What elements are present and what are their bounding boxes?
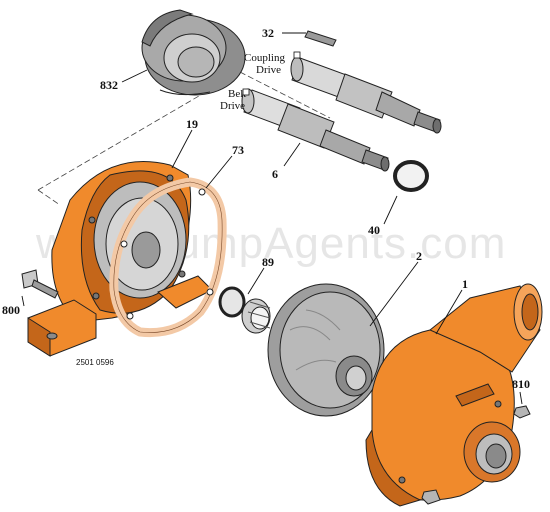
- part-2-impeller: [267, 283, 385, 417]
- coupling-drive-shaft: [290, 56, 442, 134]
- label-part-19: 19: [186, 117, 198, 131]
- label-part-832: 832: [100, 78, 118, 92]
- note-coupling-drive: Drive: [256, 64, 281, 76]
- part-32-key: [304, 30, 337, 47]
- part-800-cap-screw: [21, 269, 59, 299]
- label-part-40: 40: [368, 223, 380, 237]
- part-19-adapter-frame: [27, 161, 213, 357]
- note-belt-drive: Drive: [220, 100, 245, 112]
- part-40-o-ring: [393, 160, 429, 192]
- coupling-marker-icon: [293, 51, 301, 59]
- label-part-32: 32: [262, 26, 274, 40]
- label-part-800: 800: [2, 303, 20, 317]
- label-part-89: 89: [262, 255, 274, 269]
- label-part-810: 810: [512, 377, 530, 391]
- leader-lines: [21, 32, 523, 405]
- label-part-2: 2: [416, 249, 422, 263]
- note-belt: Belt: [228, 88, 246, 100]
- part-73-gasket: [109, 177, 227, 338]
- label-part-1: 1: [462, 277, 468, 291]
- label-part-73: 73: [232, 143, 244, 157]
- part-832-seal-guard: [141, 9, 246, 96]
- belt-marker-icon: [242, 88, 250, 96]
- part-810-nuts: [421, 405, 531, 505]
- part-1-pump-casing: [365, 283, 543, 507]
- note-coupling: Coupling: [244, 52, 285, 64]
- document-number: 2501 0596: [76, 358, 114, 367]
- part-6-belt-drive-shaft: [241, 88, 390, 172]
- part-89-mechanical-seal: [218, 286, 271, 334]
- label-part-6: 6: [272, 167, 278, 181]
